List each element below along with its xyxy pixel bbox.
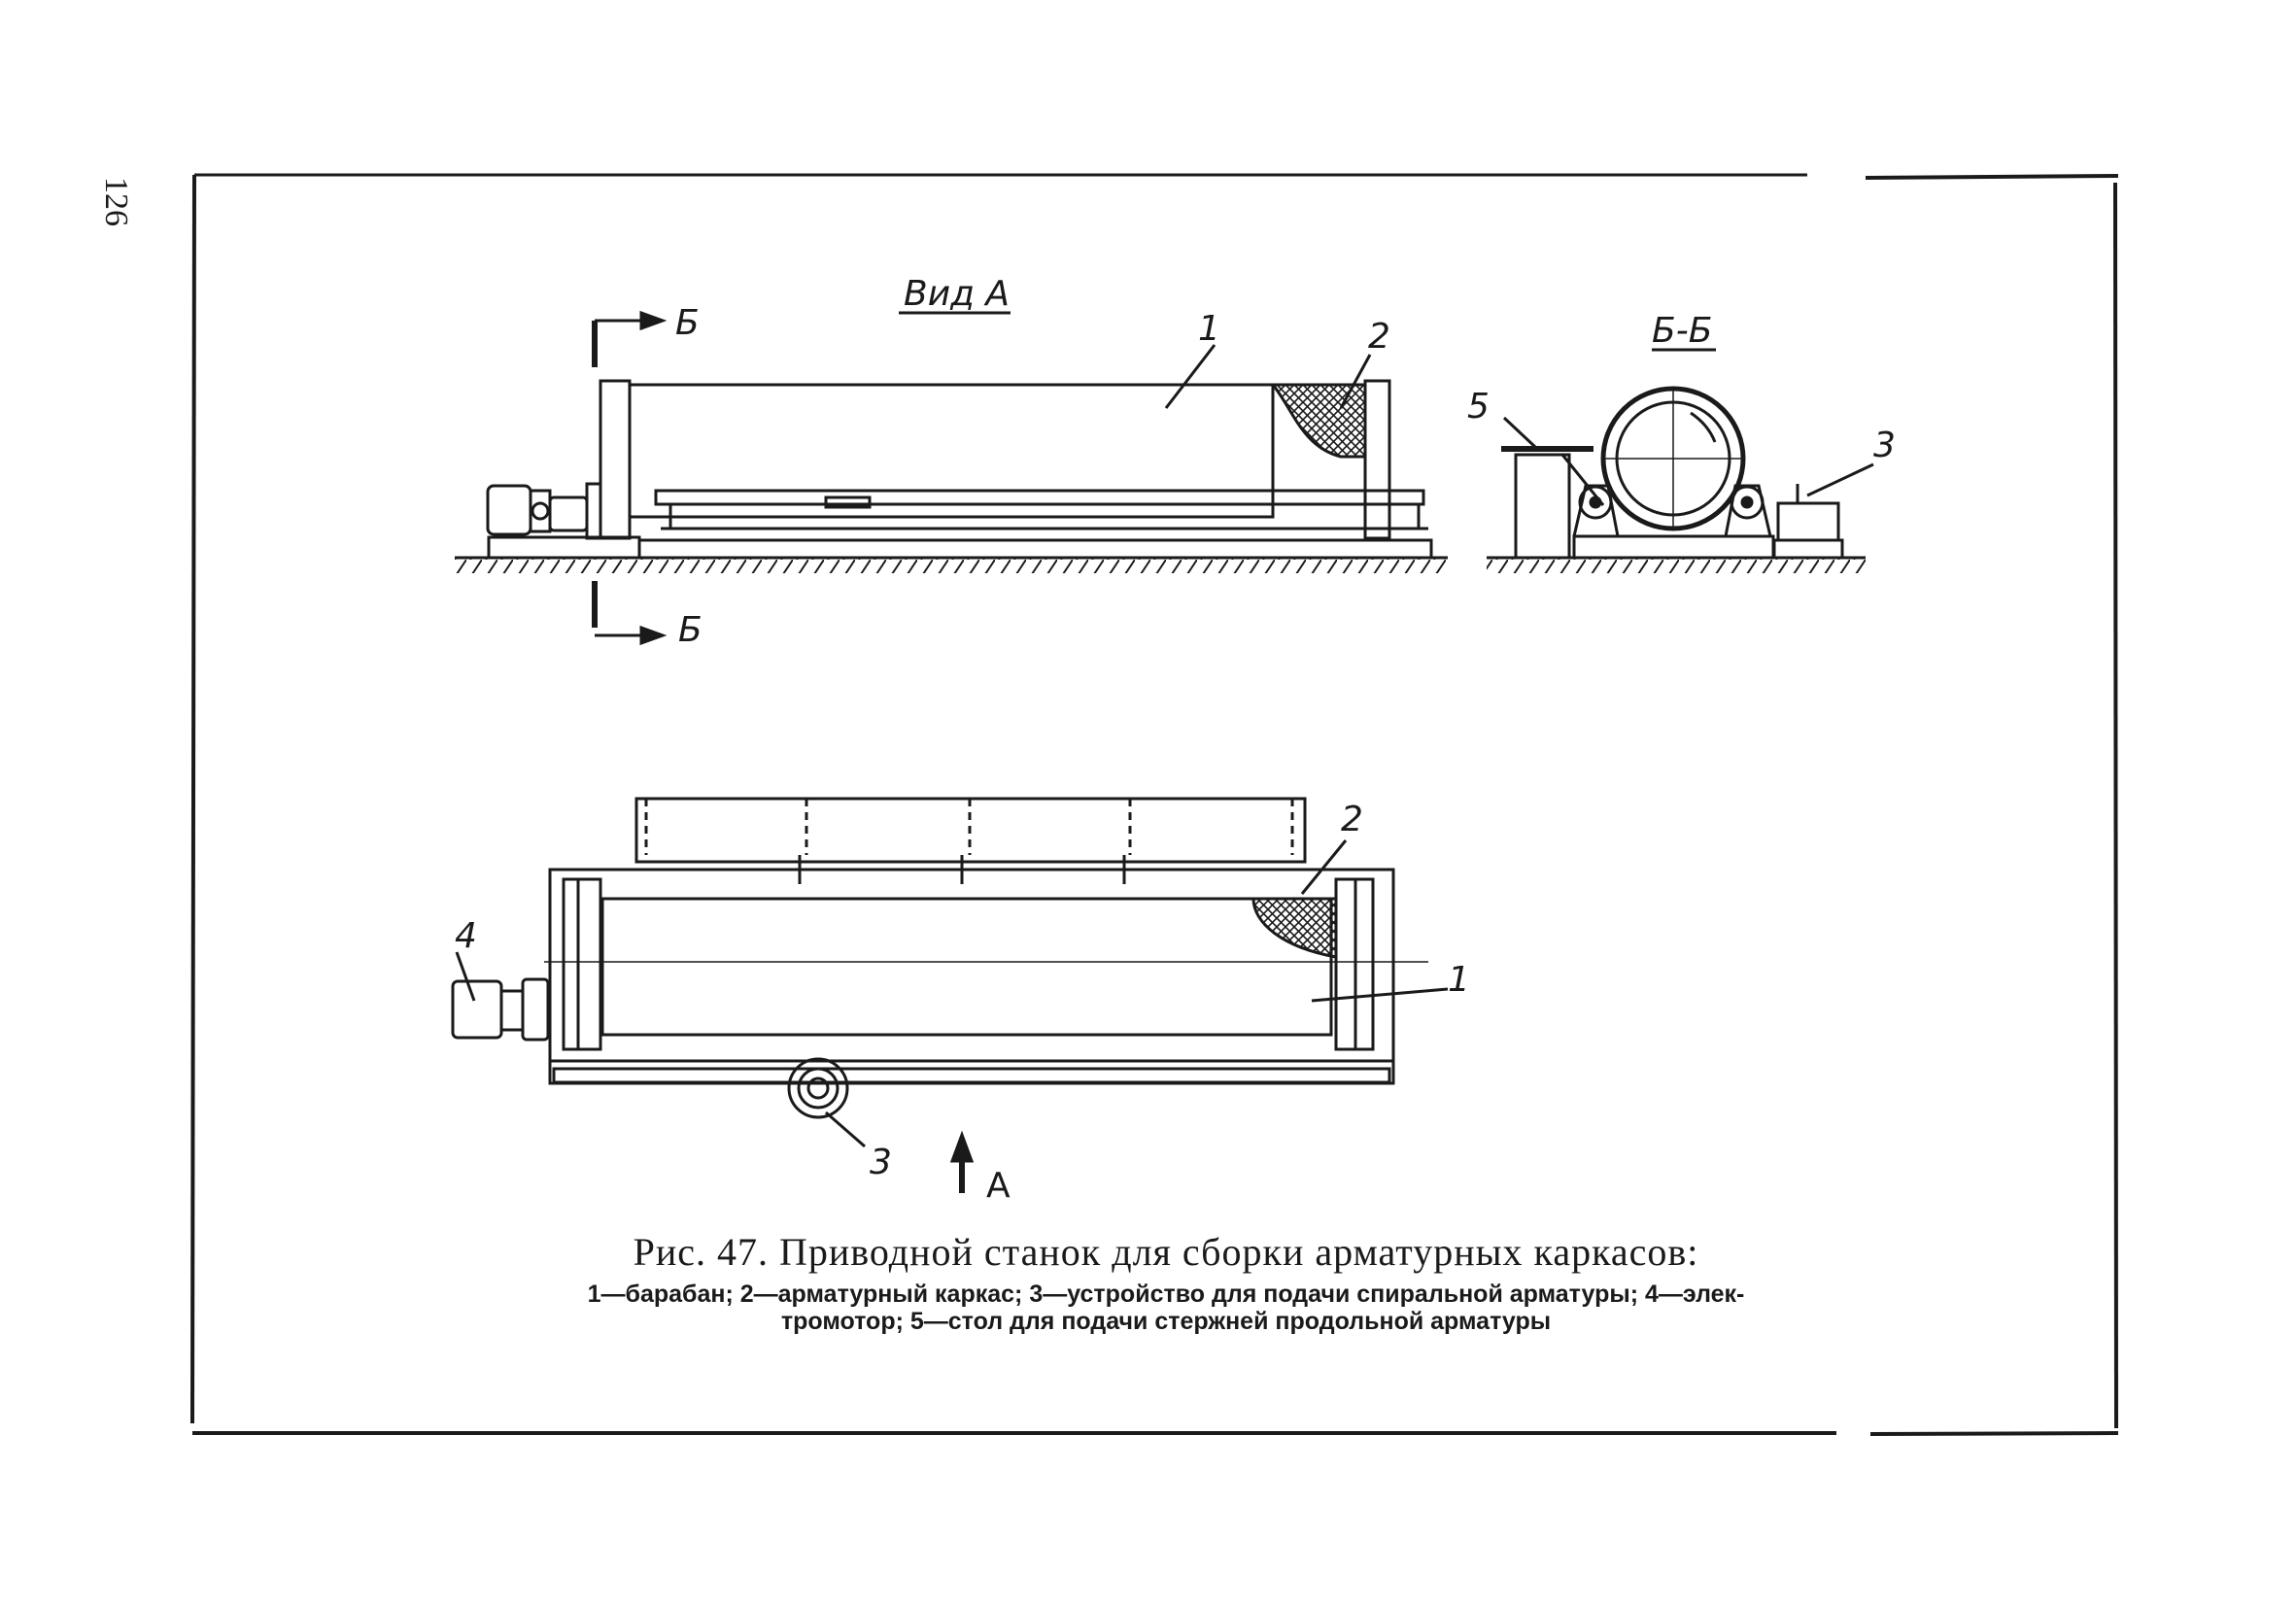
label-rod-table: 5 xyxy=(1467,387,1490,427)
caption-legend-line1: 1—барабан; 2—арматурный каркас; 3—устрой… xyxy=(587,1281,1745,1308)
page-frame xyxy=(190,173,2119,1436)
label-motor: 4 xyxy=(455,916,477,956)
view-a-title: Вид А xyxy=(904,274,1010,314)
section-bb-title: Б-Б xyxy=(1652,311,1712,351)
caption-legend-line2: тромотор; 5—стол для подачи стержней про… xyxy=(780,1308,1552,1335)
label-drum-a: 1 xyxy=(1198,309,1220,349)
label-drum-plan: 1 xyxy=(1448,960,1470,1000)
view-a: Вид А Б Б 1 xyxy=(455,274,1448,650)
arrow-a-label: А xyxy=(986,1166,1011,1206)
plan-view: А 2 1 4 3 xyxy=(451,797,1470,1206)
label-spiral-feed-plan: 3 xyxy=(870,1143,892,1182)
caption-title: Рис. 47. Приводной станок для сборки арм… xyxy=(633,1230,1699,1274)
label-spiral-feed-bb: 3 xyxy=(1873,426,1896,465)
label-frame-a: 2 xyxy=(1368,317,1390,357)
label-frame-plan: 2 xyxy=(1341,800,1363,839)
section-mark-top: Б xyxy=(675,303,700,343)
figure-caption: Рис. 47. Приводной станок для сборки арм… xyxy=(447,1229,1885,1335)
caption-legend: 1—барабан; 2—арматурный каркас; 3—устрой… xyxy=(447,1281,1885,1335)
section-mark-bottom: Б xyxy=(678,610,703,650)
section-bb: Б-Б 5 3 xyxy=(1467,311,1896,573)
